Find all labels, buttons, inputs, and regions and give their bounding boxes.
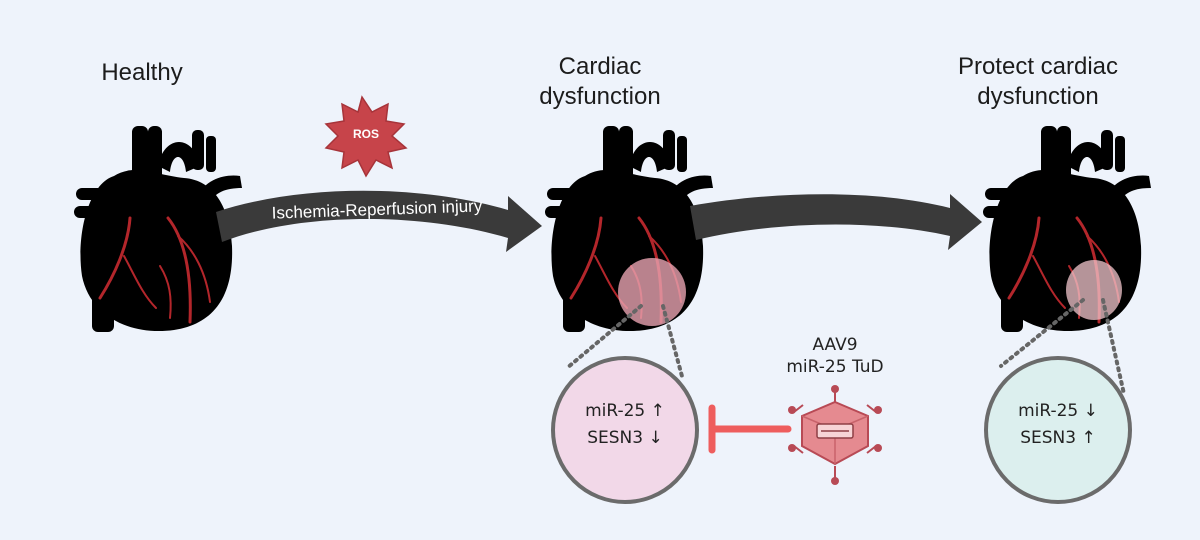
protected-heart-icon: [981, 124, 1153, 334]
zoom-circle-protected: [984, 356, 1132, 504]
zoom-line-right-a: [999, 298, 1085, 368]
zoom-circle-dysfunction: [551, 356, 699, 504]
therapy-line1: AAV9: [812, 335, 858, 355]
mir25-down-text: miR-25 ↓: [1018, 401, 1098, 421]
injury-arrow-icon: [216, 190, 542, 252]
zoom-text-dysfunction: miR-25 ↑ SESN3 ↓: [565, 398, 685, 452]
stage-title-dysfunction-line2: dysfunction: [539, 83, 661, 110]
zoom-line-left-a: [565, 304, 643, 370]
sesn3-up-text: SESN3 ↑: [1020, 428, 1096, 448]
healthy-heart-icon: [72, 124, 244, 334]
zoom-line-left-b: [661, 304, 685, 382]
stage-title-dysfunction-line1: Cardiac: [558, 53, 642, 80]
aav9-virus-icon: [788, 385, 882, 485]
therapy-line2: miR-25 TuD: [786, 357, 884, 377]
zoom-line-right-b: [1101, 298, 1126, 396]
stage-title-protect-line2: dysfunction: [977, 83, 1099, 110]
stage-title-protect: Protect cardiac dysfunction: [938, 52, 1138, 112]
ros-burst-icon: [324, 95, 408, 178]
therapy-label: AAV9 miR-25 TuD: [765, 334, 905, 378]
treatment-arrow-icon: [690, 194, 982, 250]
sesn3-down-text: SESN3 ↓: [587, 428, 663, 448]
zoom-text-protected: miR-25 ↓ SESN3 ↑: [998, 398, 1118, 452]
ros-label: ROS: [352, 127, 379, 141]
stage-title-protect-line1: Protect cardiac: [957, 53, 1119, 80]
recovered-area-icon: [1066, 260, 1122, 320]
mir25-up-text: miR-25 ↑: [585, 401, 665, 421]
stage-title-dysfunction: Cardiac dysfunction: [520, 52, 680, 112]
stage-title-healthy: Healthy: [101, 59, 183, 86]
